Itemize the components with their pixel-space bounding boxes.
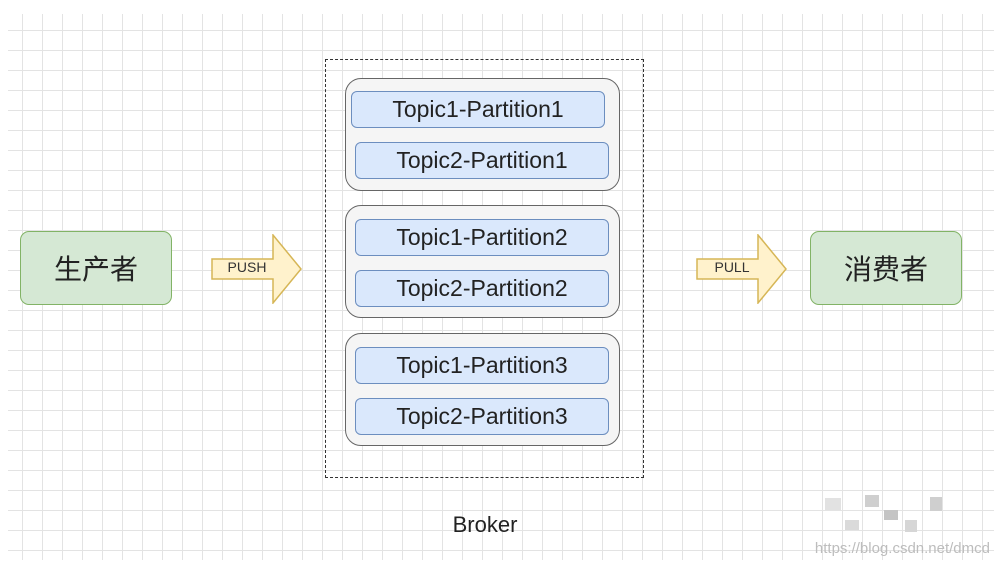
watermark-block <box>930 497 942 511</box>
consumer-label: 消费者 <box>843 253 928 286</box>
push-arrow-shape <box>211 234 302 304</box>
producer-label: 生产者 <box>53 253 138 286</box>
watermark-block <box>884 510 898 520</box>
watermark-block <box>825 498 841 510</box>
partition-box: Topic1-Partition3 <box>355 347 609 384</box>
pull-arrow-shape <box>696 234 787 304</box>
watermark-block <box>905 520 917 532</box>
push-label: PUSH <box>227 259 267 275</box>
partition-box: Topic2-Partition3 <box>355 398 609 435</box>
partition-box: Topic1-Partition2 <box>355 219 609 256</box>
watermark-url: https://blog.csdn.net/dmcd <box>814 540 990 557</box>
broker-container <box>325 59 644 478</box>
consumer-box: 消费者 <box>810 231 962 305</box>
partition-box: Topic2-Partition1 <box>355 142 609 179</box>
broker-label: Broker <box>452 512 518 537</box>
pull-arrow: PULL <box>696 234 788 304</box>
producer-box: 生产者 <box>20 231 172 305</box>
pull-label: PULL <box>714 259 750 275</box>
partition-box: Topic2-Partition2 <box>355 270 609 307</box>
push-arrow: PUSH <box>211 234 303 304</box>
watermark-block <box>865 495 879 507</box>
partition-box: Topic1-Partition1 <box>351 91 605 128</box>
watermark-block <box>845 520 859 530</box>
